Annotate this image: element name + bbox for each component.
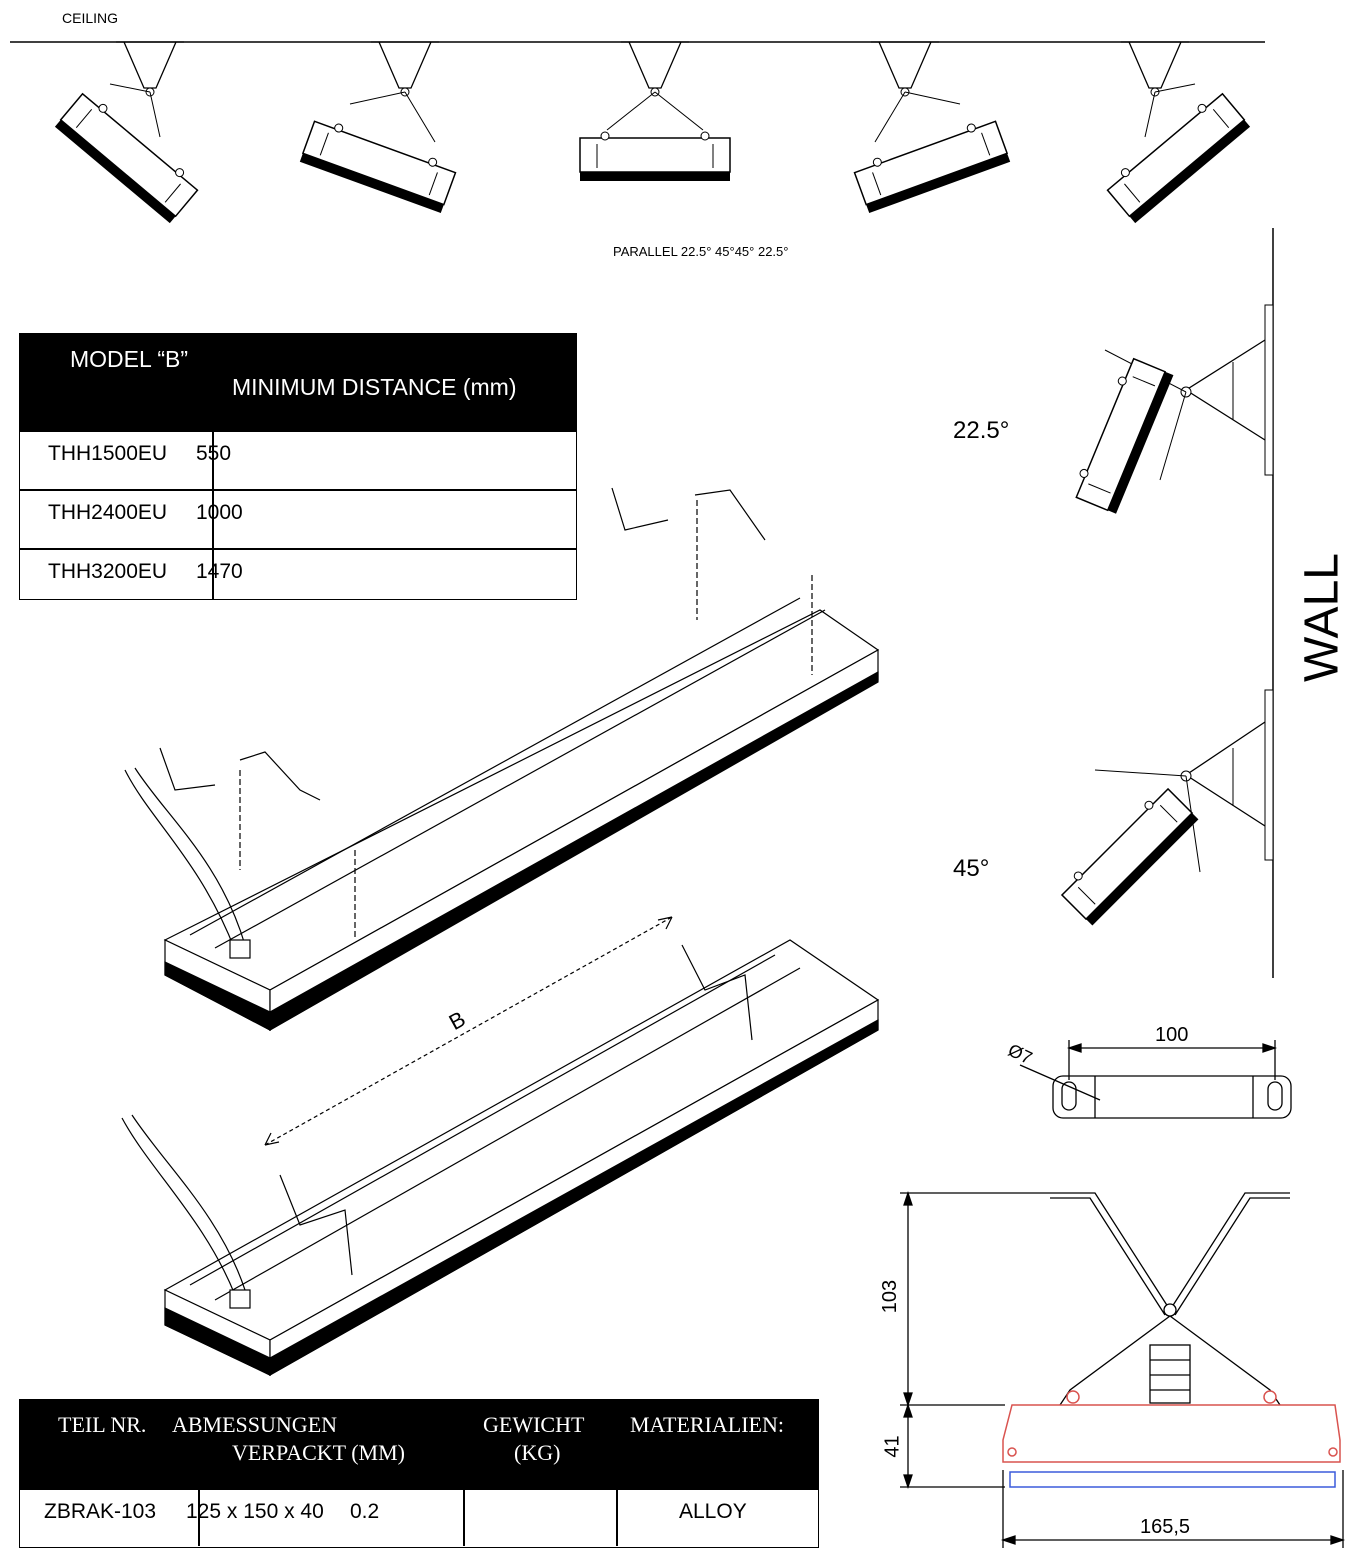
table-divider xyxy=(198,1488,200,1546)
material-cell: ALLOY xyxy=(679,1500,747,1523)
weight-cell: 0.2 xyxy=(350,1500,380,1523)
material-header: MATERIALIEN: xyxy=(630,1412,784,1437)
dimension-165-label: 165,5 xyxy=(1140,1516,1191,1538)
wall-angle-45-label: 45° xyxy=(953,855,990,882)
table-row: THH2400EU 1000 xyxy=(20,489,576,549)
model-table-header: MODEL “B” MINIMUM DISTANCE (mm) xyxy=(20,334,576,430)
table-divider xyxy=(616,1488,618,1546)
table-row: THH1500EU 550 xyxy=(20,430,576,490)
dimension-100-label: 100 xyxy=(1155,1024,1189,1046)
table-divider xyxy=(212,430,214,600)
wall-heater-22 xyxy=(1070,304,1274,515)
distance-cell: 1000 xyxy=(196,501,243,524)
ceiling-heater-3 xyxy=(579,41,731,182)
model-cell: THH3200EU xyxy=(48,560,168,583)
dimensions-header: ABMESSUNGEN xyxy=(172,1412,338,1437)
heater-profile-blue xyxy=(1009,1471,1336,1488)
part-table-header: TEIL NR. ABMESSUNGEN VERPACKT (MM) GEWIC… xyxy=(20,1400,818,1488)
table-row: ZBRAK-103 125 x 150 x 40 0.2 ALLOY xyxy=(20,1488,818,1548)
dimensions-header-2: VERPACKT (MM) xyxy=(232,1440,405,1465)
wall-angle-22-label: 22.5° xyxy=(953,417,1010,444)
part-header: TEIL NR. xyxy=(58,1412,147,1437)
dimensions-cell: 125 x 150 x 40 xyxy=(186,1500,324,1523)
model-distance-table: MODEL “B” MINIMUM DISTANCE (mm) THH1500E… xyxy=(19,333,577,600)
ceiling-heater-5 xyxy=(1102,41,1251,224)
heater-profile-red xyxy=(1002,1390,1341,1463)
model-header: MODEL “B” xyxy=(70,346,188,372)
mounting-plate-top xyxy=(1019,1040,1292,1119)
table-divider xyxy=(463,1488,465,1546)
ceiling-heater-1 xyxy=(54,41,203,224)
table-row: THH3200EU 1470 xyxy=(20,548,576,600)
model-cell: THH2400EU xyxy=(48,501,168,524)
ceiling-heater-4 xyxy=(851,41,1011,214)
part-cell: ZBRAK-103 xyxy=(44,1500,157,1523)
distance-cell: 1470 xyxy=(196,560,243,583)
bracket-elevation xyxy=(900,1190,1346,1548)
distance-header: MINIMUM DISTANCE (mm) xyxy=(232,374,517,400)
weight-header: GEWICHT xyxy=(483,1412,585,1437)
iso-heater-upper xyxy=(124,487,880,1032)
ceiling-label: CEILING xyxy=(62,10,119,26)
weight-header-2: (KG) xyxy=(514,1440,561,1465)
ceiling-heater-2 xyxy=(299,41,459,214)
wall-label: WALL xyxy=(1295,553,1349,682)
wall-heater-45 xyxy=(1056,689,1274,927)
angles-label: PARALLEL 22.5° 45°45° 22.5° xyxy=(613,244,789,259)
dimension-41-label: 41 xyxy=(881,1435,904,1458)
dimension-103-label: 103 xyxy=(879,1279,902,1314)
part-table: TEIL NR. ABMESSUNGEN VERPACKT (MM) GEWIC… xyxy=(19,1399,819,1548)
model-cell: THH1500EU xyxy=(48,442,168,465)
iso-heater-lower xyxy=(121,916,880,1377)
